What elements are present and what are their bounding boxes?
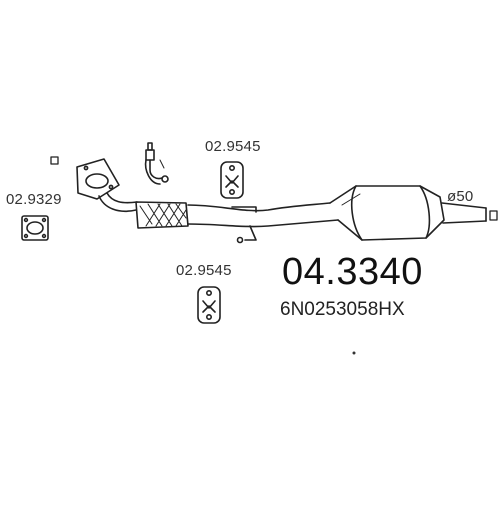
label-mount-lower: 02.9545: [176, 262, 232, 279]
flex-pipe: [135, 201, 189, 229]
catalytic-converter: [329, 185, 445, 241]
lambda-sensor: [144, 142, 169, 185]
rubber-mount-lower: [197, 286, 221, 324]
label-diameter: ø50: [447, 188, 474, 205]
dot-mark: [352, 351, 356, 355]
gasket-part: [21, 215, 49, 241]
downpipe: [98, 192, 138, 212]
outlet-pipe: [441, 202, 487, 224]
oem-number: 6N0253058HX: [280, 299, 405, 320]
intermediate-pipe: [187, 202, 339, 244]
rubber-mount-upper: [220, 161, 244, 199]
inlet-flange: [76, 158, 120, 200]
label-gasket: 02.9329: [6, 191, 62, 208]
part-number: 04.3340: [282, 251, 423, 293]
marker-square-left: [50, 156, 59, 165]
marker-square-right: [489, 210, 498, 221]
label-mount-upper: 02.9545: [205, 138, 261, 155]
